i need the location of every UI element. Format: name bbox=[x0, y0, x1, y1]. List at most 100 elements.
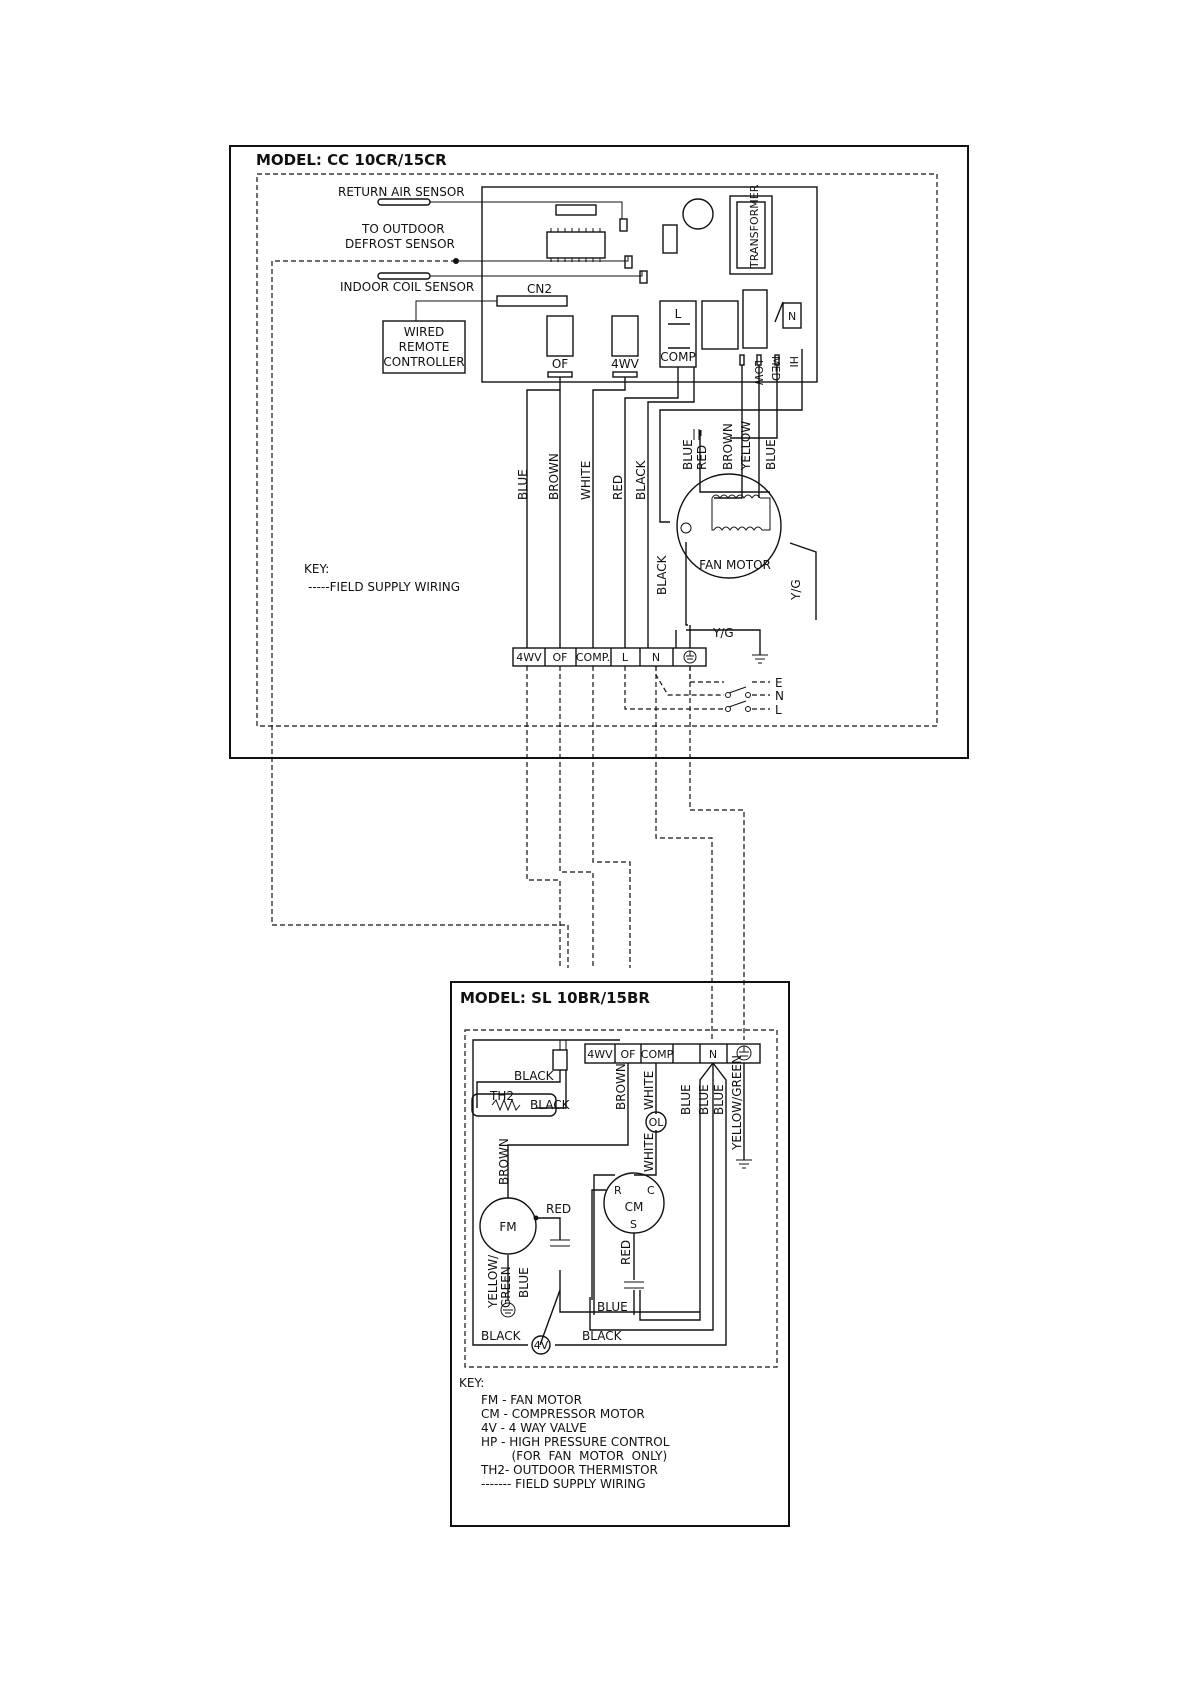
sensor-connector-3 bbox=[639, 270, 648, 284]
fm-brown-label: BROWN bbox=[497, 1138, 511, 1185]
outdoor-key-line-5: (FOR FAN MOTOR ONLY) bbox=[481, 1449, 667, 1463]
supply-switch bbox=[725, 686, 751, 712]
overload-icon bbox=[645, 1111, 667, 1133]
indoor-frame bbox=[229, 145, 969, 759]
supply-n-label: N bbox=[775, 689, 784, 703]
supply-e-label: E bbox=[775, 676, 783, 690]
defrost-sensor-label: DEFROST SENSOR bbox=[345, 237, 455, 251]
outdoor-wire-blue-2: BLUE bbox=[697, 1084, 711, 1115]
transformer-box bbox=[729, 195, 773, 275]
fan-motor-thermal bbox=[680, 522, 692, 534]
relay-of bbox=[546, 315, 574, 357]
outdoor-wire-blue-3: BLUE bbox=[712, 1084, 726, 1115]
th2-thermistor bbox=[471, 1093, 557, 1117]
outdoor-ground-symbol bbox=[736, 1159, 752, 1169]
indoor-internal-wires bbox=[526, 349, 817, 655]
fm-label: FM bbox=[499, 1220, 516, 1234]
fm-red-node bbox=[533, 1215, 539, 1221]
outdoor-unit: MODEL: SL 10BR/15BR 4WV OF COMP N bbox=[450, 981, 790, 1527]
fan-motor-label: FAN MOTOR bbox=[699, 558, 771, 572]
of-connector bbox=[547, 371, 573, 378]
cm-r-label: R bbox=[614, 1184, 622, 1197]
relay-of-label: OF bbox=[552, 357, 568, 371]
fm-yellow-label: YELLOW/ bbox=[486, 1254, 500, 1309]
th2-black-right: BLACK bbox=[530, 1098, 571, 1112]
outdoor-key-line-3: 4V - 4 WAY VALVE bbox=[481, 1421, 587, 1435]
fm-capacitor bbox=[550, 1239, 570, 1247]
indoor-terminal-comp: COMP. bbox=[576, 651, 610, 664]
outdoor-key-line-7: ------- FIELD SUPPLY WIRING bbox=[481, 1477, 646, 1491]
wired-remote-line-1: WIRED bbox=[404, 325, 445, 339]
field-supply-wiring bbox=[271, 260, 745, 1040]
relay-4wv-label: 4WV bbox=[611, 357, 640, 371]
wired-remote-controller bbox=[382, 320, 466, 374]
outdoor-key-line-6: TH2- OUTDOOR THERMISTOR bbox=[480, 1463, 658, 1477]
outdoor-internal-wires bbox=[472, 1039, 745, 1346]
cm-c-label: C bbox=[647, 1184, 655, 1197]
wire-label-white: WHITE bbox=[579, 461, 593, 500]
to-outdoor-label: TO OUTDOOR bbox=[361, 222, 445, 236]
board-buzzer bbox=[682, 198, 714, 230]
cn2-connector bbox=[496, 295, 568, 307]
outdoor-wire-yellow-green: YELLOW/GREEN bbox=[730, 1055, 744, 1151]
indoor-key-title: KEY: bbox=[304, 562, 329, 576]
fan-relay-2 bbox=[742, 289, 768, 349]
outdoor-terminal-of: OF bbox=[621, 1048, 636, 1061]
cm-blue-label: BLUE bbox=[597, 1300, 628, 1314]
fan-capacitor bbox=[693, 429, 702, 440]
fan-motor-winding-1 bbox=[711, 494, 761, 499]
outdoor-wire-white: WHITE bbox=[642, 1071, 656, 1110]
fan-relay bbox=[701, 300, 739, 350]
wire-label-black: BLACK bbox=[634, 459, 648, 500]
indoor-model-title: MODEL: CC 10CR/15CR bbox=[256, 151, 447, 169]
outdoor-terminal-comp: COMP bbox=[641, 1048, 674, 1061]
cn2-label: CN2 bbox=[527, 282, 552, 296]
valve-black-left: BLACK bbox=[481, 1329, 522, 1343]
th2-resistor-icon bbox=[491, 1098, 521, 1112]
fuse-n bbox=[782, 302, 802, 329]
four-way-valve-icon bbox=[531, 1335, 551, 1355]
valve-black-right: BLACK bbox=[582, 1329, 623, 1343]
indoor-coil-sensor-icon bbox=[377, 272, 431, 280]
wired-remote-line-3: CONTROLLER bbox=[383, 355, 464, 369]
wire-label-brown: BROWN bbox=[547, 453, 561, 500]
indoor-terminal-l: L bbox=[622, 651, 629, 664]
yg-label-vertical: Y/G bbox=[789, 579, 803, 601]
outdoor-key-title: KEY: bbox=[459, 1376, 484, 1390]
fan-wire-blue-1: BLUE bbox=[681, 439, 695, 470]
wired-remote-line-2: REMOTE bbox=[399, 340, 450, 354]
transformer-label: TRANSFORMER bbox=[748, 184, 761, 269]
outdoor-wire-white-2: WHITE bbox=[642, 1133, 656, 1172]
return-air-sensor-label: RETURN AIR SENSOR bbox=[338, 185, 465, 199]
return-air-sensor-icon bbox=[377, 198, 431, 206]
fm-red-label: RED bbox=[546, 1202, 571, 1216]
board-connector bbox=[662, 224, 678, 254]
outdoor-terminal-4wv: 4WV bbox=[587, 1048, 613, 1061]
fm-blue-label: BLUE bbox=[517, 1267, 531, 1298]
indoor-terminal-n: N bbox=[652, 651, 660, 664]
board-chip-small bbox=[555, 204, 597, 216]
fan-motor-circle bbox=[676, 473, 782, 579]
fm-ground-icon bbox=[500, 1302, 516, 1318]
fan-wire-brown: BROWN bbox=[721, 423, 735, 470]
outdoor-key-line-2: CM - COMPRESSOR MOTOR bbox=[481, 1407, 645, 1421]
outdoor-terminal-block: 4WV OF COMP N bbox=[584, 1043, 761, 1064]
supply-l-label: L bbox=[775, 703, 782, 717]
low-tap bbox=[739, 354, 745, 366]
outdoor-model-title: MODEL: SL 10BR/15BR bbox=[460, 989, 650, 1007]
control-board bbox=[481, 186, 818, 383]
relay-comp-label: COMP bbox=[660, 350, 695, 364]
indoor-key-field: -----FIELD SUPPLY WIRING bbox=[308, 580, 460, 594]
indoor-field-boundary bbox=[256, 173, 938, 727]
indoor-ground-symbol bbox=[752, 654, 768, 664]
cm-label: CM bbox=[625, 1200, 644, 1214]
fan-wire-blue-2: BLUE bbox=[764, 439, 778, 470]
outdoor-wire-blue-1: BLUE bbox=[679, 1084, 693, 1115]
fuse-n-label: N bbox=[788, 310, 796, 323]
outdoor-field-boundary bbox=[464, 1029, 778, 1368]
relay-comp-l-label: L bbox=[675, 307, 682, 321]
fan-wire-yellow: YELLOW bbox=[739, 421, 753, 471]
fan-wire-red: RED bbox=[695, 445, 709, 470]
fm-green-label: GREEN bbox=[499, 1266, 513, 1308]
